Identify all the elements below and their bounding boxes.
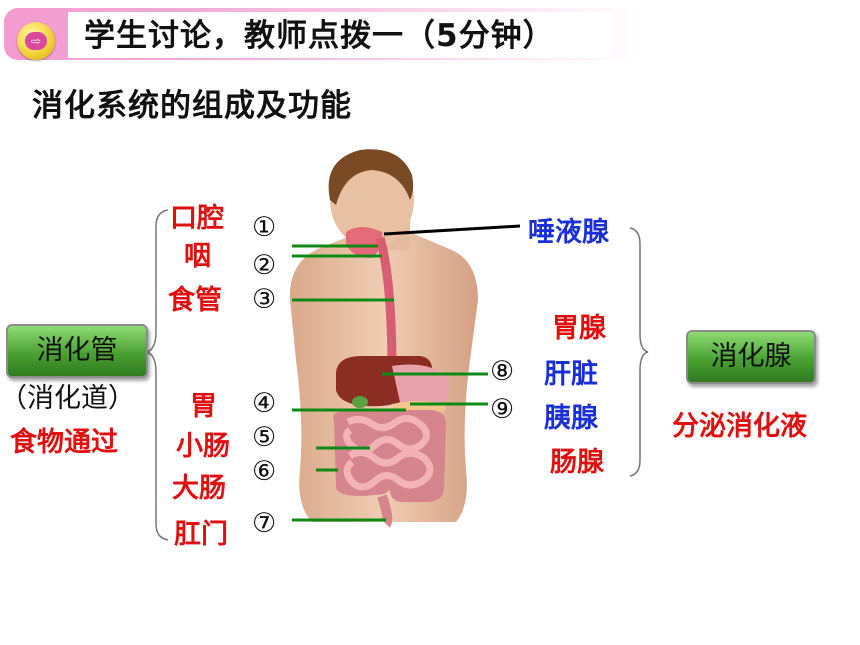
digestive-glands-function: 分泌消化液 xyxy=(672,411,807,442)
organ-label-small-intestine: 小肠 xyxy=(176,431,230,462)
gland-label-liver: 肝脏 xyxy=(544,359,598,390)
number-label-2: ② xyxy=(252,250,277,281)
rectum xyxy=(377,494,393,528)
number-label-1: ① xyxy=(252,212,277,243)
organ-label-pharynx: 咽 xyxy=(184,241,211,272)
number-label-9: ⑨ xyxy=(490,394,515,425)
header-tab xyxy=(68,12,612,58)
number-label-5: ⑤ xyxy=(252,422,277,453)
salivary-leader-line xyxy=(383,224,521,236)
oral-cavity xyxy=(346,227,383,258)
digestive-tract-button[interactable]: 消化管 xyxy=(6,324,148,378)
large-intestine xyxy=(333,410,447,502)
arrow-icon: ⇨ xyxy=(17,22,55,60)
page-subtitle: 消化系统的组成及功能 xyxy=(32,88,352,124)
organ-label-anus: 肛门 xyxy=(174,519,228,550)
number-label-8: ⑧ xyxy=(490,356,515,387)
leader-lines xyxy=(292,244,488,522)
esophagus xyxy=(375,236,397,373)
number-label-4: ④ xyxy=(252,388,277,419)
header-banner: ⇨ xyxy=(4,8,644,60)
gland-label-pancreas: 胰腺 xyxy=(544,403,598,434)
number-label-6: ⑥ xyxy=(252,456,277,487)
arrow-icon-inner: ⇨ xyxy=(25,32,47,50)
left-brace xyxy=(145,209,169,541)
organ-label-mouth: 口腔 xyxy=(170,203,224,234)
page-title: 学生讨论，教师点拨一（5分钟） xyxy=(84,18,555,54)
digestive-glands-button[interactable]: 消化腺 xyxy=(686,330,816,384)
digestive-tract-function: 食物通过 xyxy=(10,427,118,458)
hair xyxy=(328,149,414,205)
gland-label-salivary: 唾液腺 xyxy=(528,217,609,248)
number-label-3: ③ xyxy=(252,284,277,315)
organ-label-stomach: 胃 xyxy=(190,391,217,422)
small-intestine xyxy=(343,415,434,491)
gallbladder xyxy=(352,396,368,408)
number-label-7: ⑦ xyxy=(252,508,277,539)
gland-label-intestinal: 肠腺 xyxy=(550,447,604,478)
digestive-tract-alias: （消化道） xyxy=(0,383,135,414)
stomach xyxy=(392,364,450,414)
organ-label-large-intestine: 大肠 xyxy=(172,473,226,504)
organ-label-esophagus: 食管 xyxy=(168,285,222,316)
gland-label-gastric: 胃腺 xyxy=(552,313,606,344)
right-brace xyxy=(629,227,649,477)
